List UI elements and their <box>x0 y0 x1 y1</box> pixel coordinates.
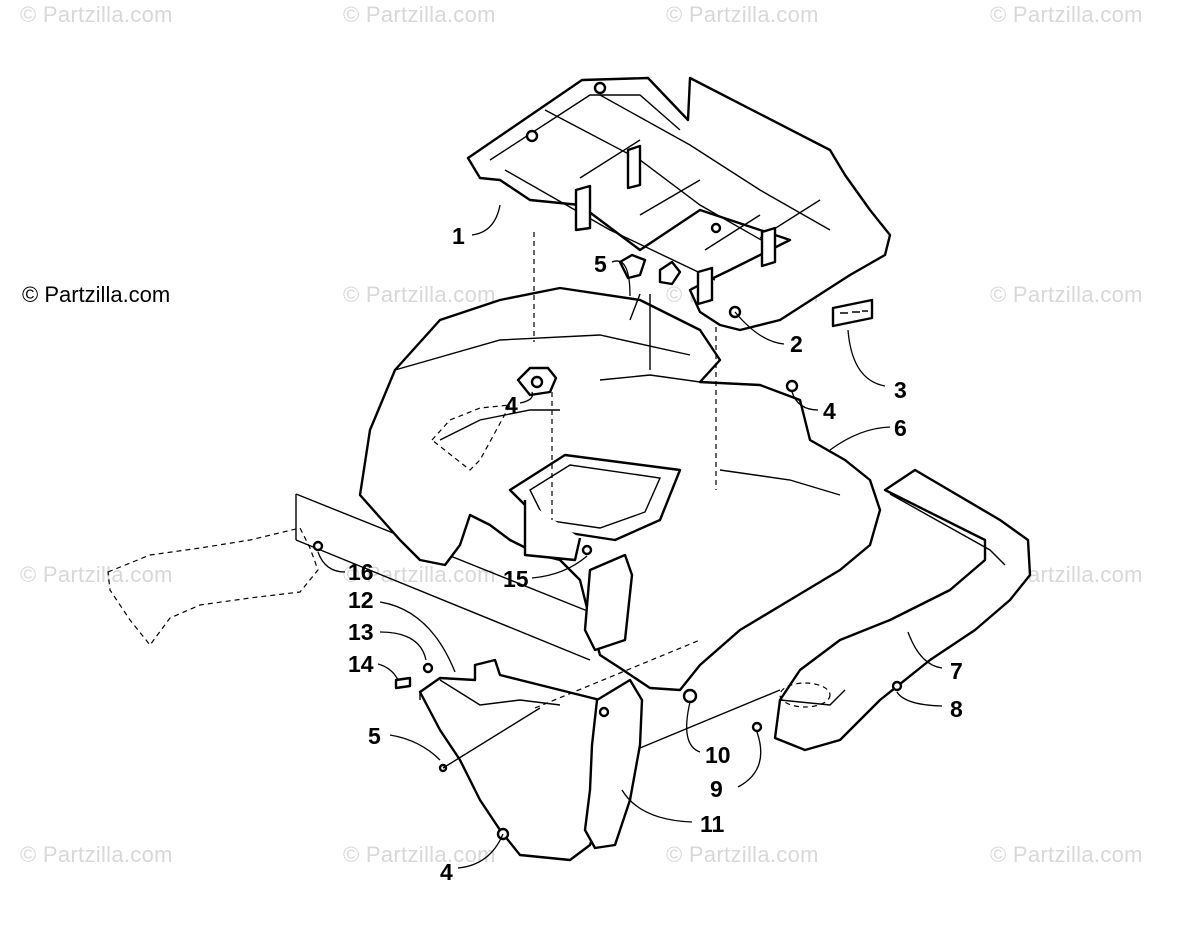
callout-14: 14 <box>348 651 374 677</box>
rear-rack-part <box>466 76 892 332</box>
callout-4b: 4 <box>823 398 836 424</box>
watermark: © Partzilla.com <box>666 842 819 867</box>
copyright-credit: © Partzilla.com <box>22 282 171 307</box>
watermark: © Partzilla.com <box>343 842 496 867</box>
callout-8: 8 <box>950 696 963 722</box>
callout-4c: 4 <box>440 859 453 885</box>
callout-2: 2 <box>790 331 803 357</box>
watermark: © Partzilla.com <box>20 2 173 27</box>
callout-5b: 5 <box>368 723 381 749</box>
callout-11: 11 <box>700 811 725 837</box>
callout-16: 16 <box>348 559 374 585</box>
watermark: © Partzilla.com <box>20 562 173 587</box>
callout-1: 1 <box>452 223 465 249</box>
callout-labels: 1 2 3 4 4 4 5 5 6 7 8 9 10 11 12 13 14 <box>317 204 963 885</box>
rear-fender-part <box>358 232 882 692</box>
watermark: © Partzilla.com <box>666 2 819 27</box>
callout-13: 13 <box>348 619 374 645</box>
hardware-parts <box>312 253 903 841</box>
callout-9: 9 <box>710 776 723 802</box>
mud-flap-part <box>583 678 644 850</box>
callout-4a: 4 <box>505 392 518 418</box>
callout-7: 7 <box>950 658 963 684</box>
callout-6: 6 <box>894 415 907 441</box>
watermark: © Partzilla.com <box>990 842 1143 867</box>
callout-15: 15 <box>503 566 529 592</box>
callout-3: 3 <box>894 377 907 403</box>
inner-panel-part <box>418 658 612 862</box>
watermark: © Partzilla.com <box>20 842 173 867</box>
callout-12: 12 <box>348 587 374 613</box>
watermark: © Partzilla.com <box>343 562 496 587</box>
watermark: © Partzilla.com <box>990 282 1143 307</box>
watermark: © Partzilla.com <box>343 282 496 307</box>
watermark: © Partzilla.com <box>990 2 1143 27</box>
watermark: © Partzilla.com <box>343 2 496 27</box>
fender-extension-part <box>773 468 1032 752</box>
callout-5a: 5 <box>594 251 607 277</box>
decal-part <box>831 298 874 328</box>
callout-10: 10 <box>705 742 731 768</box>
